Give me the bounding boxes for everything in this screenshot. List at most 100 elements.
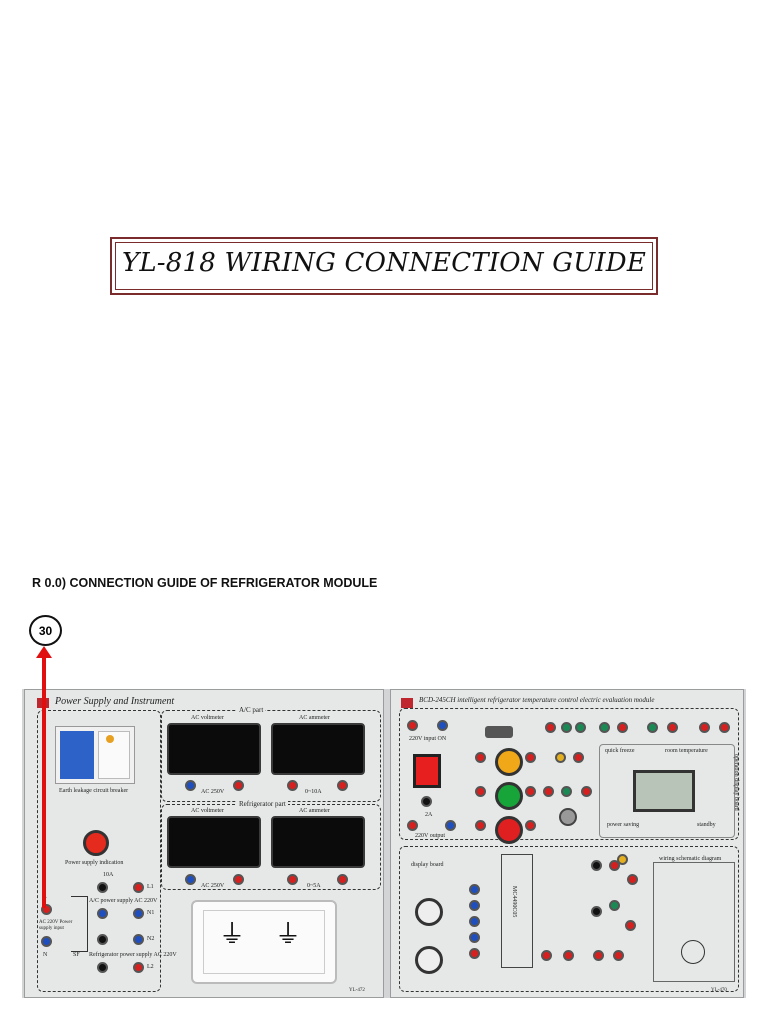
ac-ammeter-jack-left[interactable] (287, 780, 298, 791)
sensor-jack-1[interactable] (545, 722, 556, 733)
input-l-jack[interactable] (407, 720, 418, 731)
input-n-jack[interactable] (437, 720, 448, 731)
serial-connector[interactable] (485, 726, 513, 738)
sensor-jack-8[interactable] (581, 786, 592, 797)
sensor-jack-6[interactable] (543, 786, 554, 797)
ref-ammeter-label: AC ammeter (299, 808, 330, 814)
power-saving-label: power saving (607, 822, 640, 828)
sensor-jack-3[interactable] (575, 722, 586, 733)
terminal-sf-label: SF (73, 952, 80, 958)
ref-ammeter-jack-left[interactable] (287, 874, 298, 885)
ctrl-jack-4[interactable] (525, 786, 536, 797)
ctrl-jack-6[interactable] (525, 820, 536, 831)
ac-voltmeter-jack-red[interactable] (233, 780, 244, 791)
ac-voltmeter-range: AC 250V (201, 789, 225, 795)
ctrl-jack-2[interactable] (525, 752, 536, 763)
display-jack-2[interactable] (469, 900, 480, 911)
terminal-jack-n-input[interactable] (41, 936, 52, 947)
fuse-label: 2A (425, 812, 433, 818)
compressor-symbol (681, 940, 705, 964)
sensor-jack-10[interactable] (617, 722, 628, 733)
ref-ammeter-jack-right[interactable] (337, 874, 348, 885)
ref-voltmeter-jack-red[interactable] (233, 874, 244, 885)
ref-voltmeter-label: AC voltmeter (191, 808, 224, 814)
relay-jack-10[interactable] (593, 950, 604, 961)
schematic-box (653, 862, 735, 982)
terminal-jack-n1-left[interactable] (97, 908, 108, 919)
room-temperature-label: room temperature (665, 748, 708, 754)
display-jack-4[interactable] (469, 932, 480, 943)
relay-jack-3[interactable] (617, 854, 628, 865)
lcd-display (633, 770, 695, 812)
power-rocker-switch[interactable] (413, 754, 441, 788)
sensor-jack-4[interactable] (555, 752, 566, 763)
terminal-jack-n2-black[interactable] (97, 934, 108, 945)
socket-outlet-left-icon: ⏚ (219, 920, 246, 950)
ac220v-input-label: AC 220V Power supply input (39, 920, 73, 931)
power-socket[interactable]: ⏚ ⏚ (191, 900, 337, 984)
power-supply-panel: Power Supply and Instrument A/C part Ref… (24, 689, 384, 998)
relay-jack-2[interactable] (609, 860, 620, 871)
output-n-jack[interactable] (445, 820, 456, 831)
sensor-jack-13[interactable] (699, 722, 710, 733)
terminal-jack-n1[interactable] (133, 908, 144, 919)
left-model-tag: YL-472 (349, 988, 365, 993)
relay-jack-6[interactable] (609, 900, 620, 911)
circuit-breaker[interactable] (55, 726, 135, 784)
ref-voltmeter-jack-blue[interactable] (185, 874, 196, 885)
ac-voltmeter-jack-blue[interactable] (185, 780, 196, 791)
ac-ammeter-jack-right[interactable] (337, 780, 348, 791)
mcu-chip (501, 854, 533, 968)
relay-jack-5[interactable] (591, 906, 602, 917)
red-button[interactable] (495, 816, 523, 844)
display-jack-1[interactable] (469, 884, 480, 895)
fuse-holder[interactable] (421, 796, 432, 807)
switch-symbol (71, 896, 88, 952)
thermostat-knob-2[interactable] (415, 946, 443, 974)
ctrl-jack-5[interactable] (475, 820, 486, 831)
ac-ammeter-display (271, 723, 365, 775)
ac-ammeter-label: AC ammeter (299, 715, 330, 721)
thermostat-knob-1[interactable] (415, 898, 443, 926)
sensor-jack-12[interactable] (667, 722, 678, 733)
arrow-head-icon (36, 646, 52, 658)
sensor-jack-11[interactable] (647, 722, 658, 733)
terminal-jack-n2[interactable] (133, 934, 144, 945)
display-jack-3[interactable] (469, 916, 480, 927)
relay-jack-9[interactable] (563, 950, 574, 961)
terminal-n2-label: N2 (147, 936, 155, 942)
ac-voltmeter-label: AC voltmeter (191, 715, 224, 721)
yellow-button[interactable] (495, 748, 523, 776)
current-10a-label: 10A (103, 872, 114, 878)
sensor-jack-9[interactable] (599, 722, 610, 733)
connection-callout: 30 (29, 615, 62, 646)
ctrl-jack-1[interactable] (475, 752, 486, 763)
terminal-jack-l1[interactable] (133, 882, 144, 893)
green-button[interactable] (495, 782, 523, 810)
terminal-jack-l1-black[interactable] (97, 882, 108, 893)
output-l-jack[interactable] (407, 820, 418, 831)
ctrl-jack-3[interactable] (475, 786, 486, 797)
relay-jack-8[interactable] (541, 950, 552, 961)
terminal-jack-l-input[interactable] (41, 904, 52, 915)
section-heading: R 0.0) CONNECTION GUIDE OF REFRIGERATOR … (32, 576, 378, 590)
right-panel-header: BCD-245CH intelligent refrigerator tempe… (419, 696, 655, 704)
display-jack-5[interactable] (469, 948, 480, 959)
relay-jack-11[interactable] (613, 950, 624, 961)
operation-board-label: operation display board (733, 754, 739, 811)
sensor-jack-5[interactable] (573, 752, 584, 763)
terminal-jack-l2-black[interactable] (97, 962, 108, 973)
title-box: YL-818 WIRING CONNECTION GUIDE (110, 237, 658, 295)
sensor-jack-2[interactable] (561, 722, 572, 733)
relay-jack-4[interactable] (627, 874, 638, 885)
relay-jack-1[interactable] (591, 860, 602, 871)
door-switch[interactable] (559, 808, 577, 826)
connection-wire-arrow (42, 655, 46, 908)
indication-label: Power supply indication (65, 860, 124, 866)
relay-jack-7[interactable] (625, 920, 636, 931)
socket-outlet-right-icon: ⏚ (275, 920, 302, 950)
terminal-jack-l2[interactable] (133, 962, 144, 973)
sensor-jack-14[interactable] (719, 722, 730, 733)
sensor-jack-7[interactable] (561, 786, 572, 797)
input-label: 220V input ON (409, 736, 447, 742)
